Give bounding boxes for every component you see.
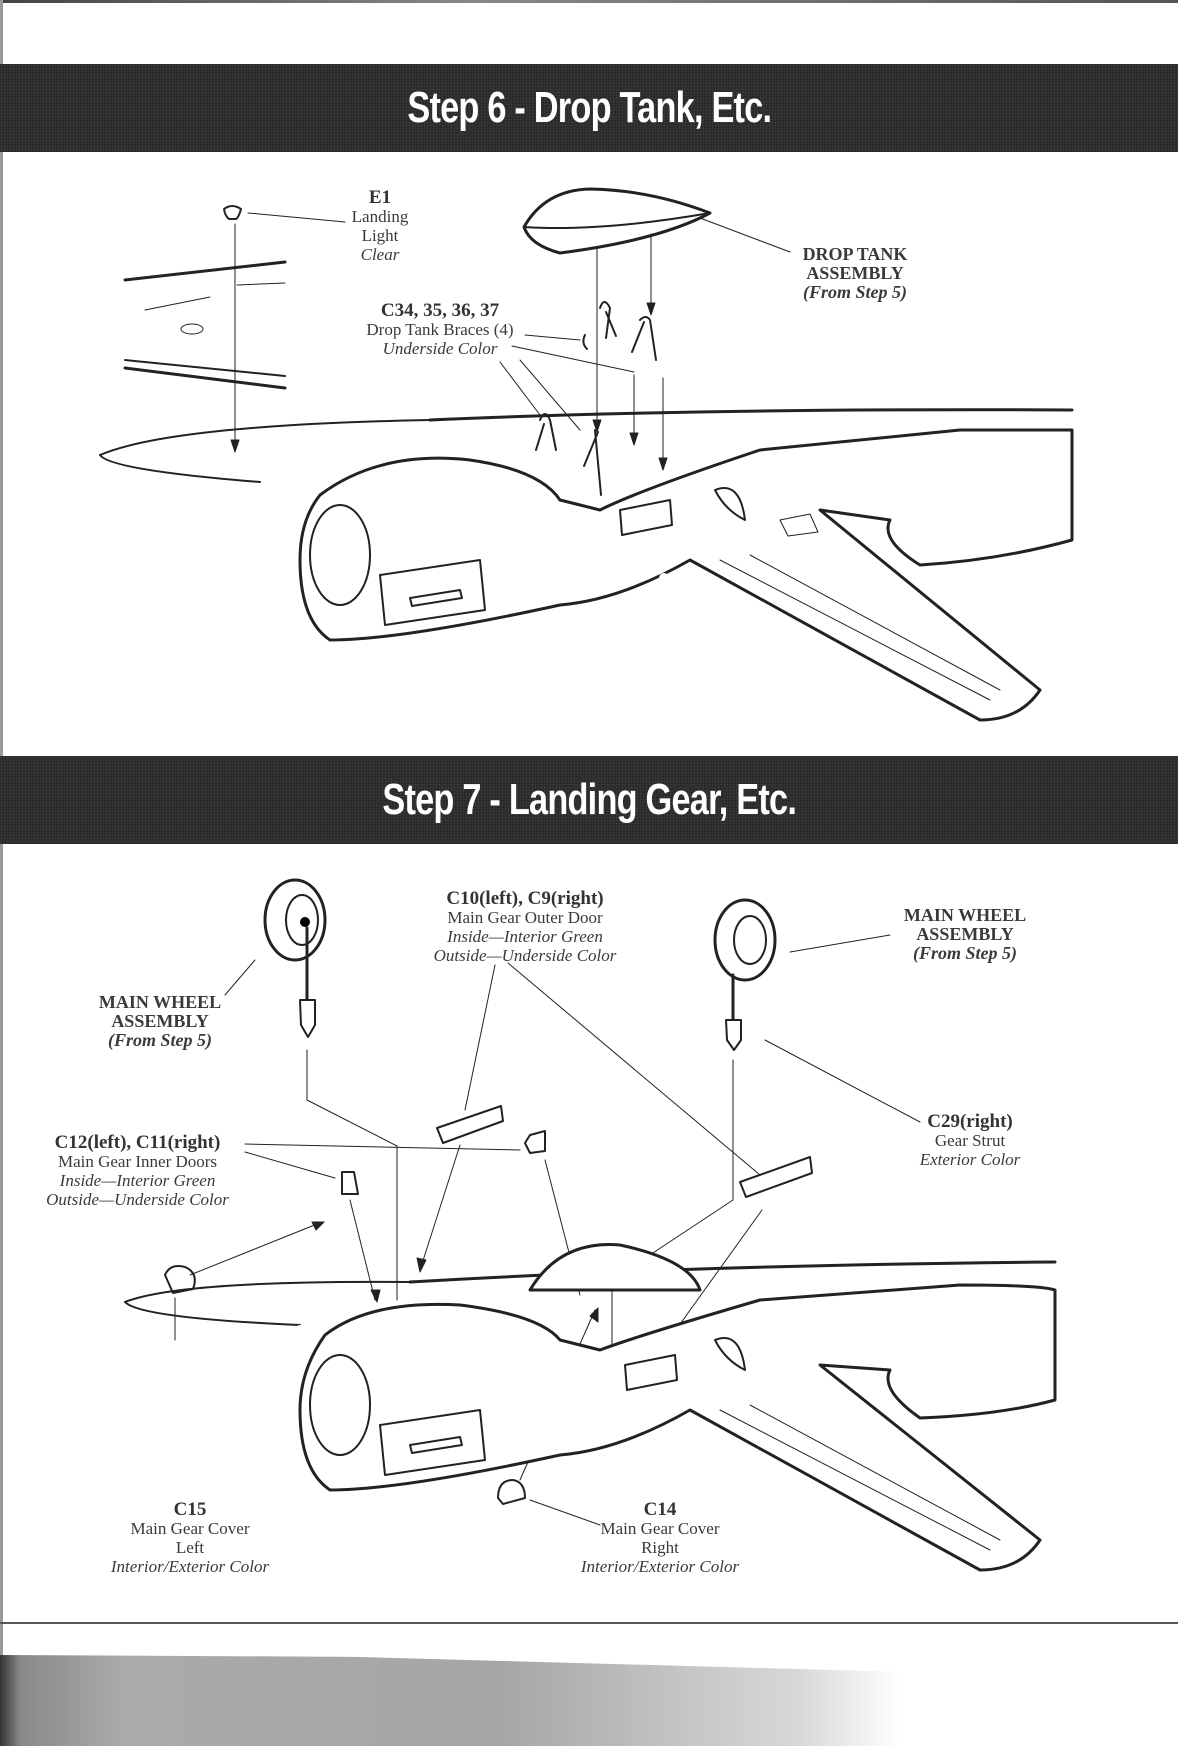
e1-color: Clear <box>360 245 400 264</box>
scan-top-edge <box>0 0 1178 3</box>
drop-tank-source: (From Step 5) <box>802 282 907 302</box>
gear-strut-label: C29(right) Gear Strut Exterior Color <box>910 1112 1030 1169</box>
step7-title: Step 7 - Landing Gear, Etc. <box>382 775 797 824</box>
drop-tank-name-line2: ASSEMBLY <box>806 263 904 283</box>
left-main-wheel-name-line1: MAIN WHEEL <box>98 992 222 1012</box>
outer-door-name: Main Gear Outer Door <box>447 908 603 927</box>
braces-label: C34, 35, 36, 37 Drop Tank Braces (4) Und… <box>350 301 530 358</box>
braces-color: Underside Color <box>382 339 498 358</box>
cover-right-color: Interior/Exterior Color <box>580 1557 740 1576</box>
drop-tank-part <box>522 187 791 471</box>
page-bottom-rule <box>0 1622 1178 1624</box>
drop-tank-braces <box>499 301 657 496</box>
cover-left-color: Interior/Exterior Color <box>110 1557 270 1576</box>
cover-right-name: Main Gear Cover <box>600 1519 720 1538</box>
e1-name-line2: Light <box>361 226 399 245</box>
cover-left-part-number: C15 <box>173 1499 207 1520</box>
left-main-wheel-source: (From Step 5) <box>107 1030 212 1050</box>
left-main-wheel-name-line2: ASSEMBLY <box>111 1011 209 1031</box>
e1-name-line1: Landing <box>351 207 409 226</box>
drop-tank-label: DROP TANK ASSEMBLY (From Step 5) <box>780 245 930 302</box>
braces-name: Drop Tank Braces (4) <box>366 320 514 339</box>
step7-aircraft <box>124 1243 1057 1572</box>
gear-strut-name: Gear Strut <box>934 1131 1006 1150</box>
scan-left-edge <box>0 0 3 1746</box>
step6-aircraft <box>99 408 1074 722</box>
left-main-wheel-label: MAIN WHEEL ASSEMBLY (From Step 5) <box>80 993 240 1050</box>
right-main-wheel-label: MAIN WHEEL ASSEMBLY (From Step 5) <box>885 906 1045 963</box>
step6-banner: Step 6 - Drop Tank, Etc. <box>0 64 1178 152</box>
step7-banner: Step 7 - Landing Gear, Etc. <box>0 756 1178 844</box>
gear-strut-part-number: C29(right) <box>927 1111 1013 1132</box>
inner-doors-outside-color: Outside—Underside Color <box>46 1190 229 1209</box>
right-main-wheel-name-line2: ASSEMBLY <box>916 924 1014 944</box>
braces-part-number: C34, 35, 36, 37 <box>380 300 500 321</box>
right-main-wheel-source: (From Step 5) <box>912 943 1017 963</box>
drop-tank-name-line1: DROP TANK <box>802 244 908 264</box>
step6-title: Step 6 - Drop Tank, Etc. <box>407 83 772 132</box>
inner-doors-inside-color: Inside—Interior Green <box>59 1171 216 1190</box>
right-main-wheel-name-line1: MAIN WHEEL <box>903 905 1027 925</box>
right-main-wheel-part <box>611 898 921 1371</box>
outer-door-inside-color: Inside—Interior Green <box>447 927 603 946</box>
step6-upper-wing <box>123 260 287 390</box>
inner-doors-part-number: C12(left), C11(right) <box>54 1132 221 1153</box>
gear-strut-color: Exterior Color <box>919 1150 1021 1169</box>
cover-right-side: Right <box>641 1538 679 1557</box>
cover-left-label: C15 Main Gear Cover Left Interior/Exteri… <box>90 1500 290 1576</box>
e1-part-number: E1 <box>368 187 392 208</box>
cover-left-side: Left <box>175 1538 205 1557</box>
cover-right-part-number: C14 <box>643 1499 677 1520</box>
inner-doors-label: C12(left), C11(right) Main Gear Inner Do… <box>30 1133 245 1209</box>
cover-left-name: Main Gear Cover <box>130 1519 250 1538</box>
cover-right-label: C14 Main Gear Cover Right Interior/Exter… <box>560 1500 760 1576</box>
outer-door-outside-color: Outside—Underside Color <box>433 946 617 965</box>
landing-light-part <box>223 205 346 453</box>
outer-door-label: C10(left), C9(right) Main Gear Outer Doo… <box>400 889 650 965</box>
left-main-wheel-part <box>224 878 398 1301</box>
outer-door-part-number: C10(left), C9(right) <box>446 888 604 909</box>
e1-label: E1 Landing Light Clear <box>345 188 415 264</box>
inner-doors-name: Main Gear Inner Doors <box>57 1152 218 1171</box>
